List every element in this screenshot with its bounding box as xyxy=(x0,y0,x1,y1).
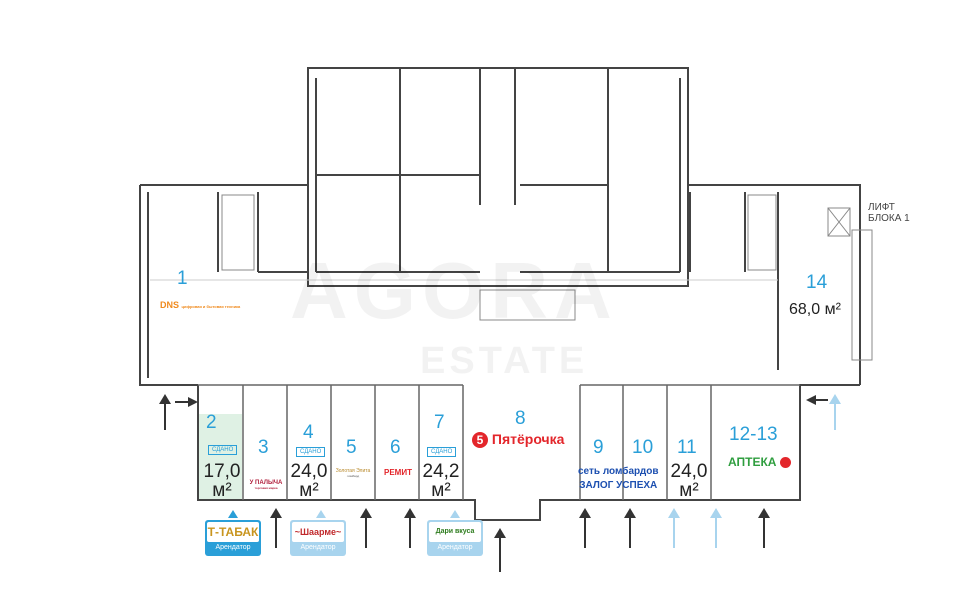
unit-4-area-value: 24,0 xyxy=(290,461,328,482)
unit-2-area-value: 17,0 xyxy=(203,461,241,482)
zolotaya-elita-logo: Золотая Элита xyxy=(335,468,371,474)
unit-1-number: 1 xyxy=(177,268,188,289)
lift-label-line2: БЛОКА 1 xyxy=(868,213,910,224)
unit-14-area-unit: м² xyxy=(824,301,841,318)
unit-6-number: 6 xyxy=(390,437,401,458)
unit-14-area: 68,0 м² xyxy=(789,300,841,319)
dns-sub: цифровая и бытовая техника xyxy=(181,304,241,309)
unit-2-status: СДАНО xyxy=(208,445,238,455)
unit-2-number: 2 xyxy=(206,412,217,433)
badge-role: Арендатор xyxy=(437,544,473,551)
unit-14-area-value: 68,0 xyxy=(789,301,821,318)
upper-block-wall xyxy=(307,67,689,287)
tenant-badge-t-tabak[interactable]: Т-ТАБАК Арендатор xyxy=(205,520,261,556)
unit-2-area-unit: м² xyxy=(212,480,232,501)
unit-6-tenant: РЕМИТ xyxy=(384,468,412,477)
unit-11-area-unit: м² xyxy=(679,480,699,501)
unit-7-status: СДАНО xyxy=(427,447,457,457)
apteka-logo: АПТЕКА xyxy=(728,455,777,469)
pyaterochka-logo: Пятёрочка xyxy=(491,431,565,447)
entrance-arrows xyxy=(159,394,841,572)
dns-logo: DNS xyxy=(160,300,180,310)
lombard-network-label: сеть ломбардов xyxy=(578,466,659,477)
tenant-badge-dari-vkusa[interactable]: Дари вкуса Арендатор xyxy=(427,520,483,556)
lift-label-line1: ЛИФТ xyxy=(868,202,895,213)
unit-3-number: 3 xyxy=(258,437,269,458)
unit-8-tenant: 5 Пятёрочка xyxy=(472,431,564,448)
unit-7-area-value: 24,2 xyxy=(422,461,460,482)
unit-7-area-unit: м² xyxy=(431,480,451,501)
unit-4-number: 4 xyxy=(303,422,314,443)
tenant-badge-shaarme[interactable]: ~Шаарме~ Арендатор xyxy=(290,520,346,556)
shaarme-logo: ~Шаарме~ xyxy=(292,522,344,542)
t-tabak-logo: Т-ТАБАК xyxy=(207,522,259,542)
unit-12-13-number: 12-13 xyxy=(729,424,778,445)
dari-vkusa-logo: Дари вкуса xyxy=(429,522,481,542)
unit-4-area-unit: м² xyxy=(299,480,319,501)
unit-2-fill xyxy=(199,414,242,499)
watermark: AGORA xyxy=(290,246,618,335)
unit-11-area-value: 24,0 xyxy=(670,461,708,482)
unit-4-status: СДАНО xyxy=(296,447,326,457)
badge-role: Арендатор xyxy=(215,544,251,551)
unit-11-number: 11 xyxy=(677,437,697,458)
badge-role: Арендатор xyxy=(300,544,336,551)
unit-14-number: 14 xyxy=(806,272,828,293)
unit-7-number: 7 xyxy=(434,412,445,433)
unit-1-tenant: DNS цифровая и бытовая техника xyxy=(160,300,240,310)
zolotaya-elita-sub: ломбард xyxy=(346,474,360,478)
zalog-uspekha-label: ЗАЛОГ УСПЕХА xyxy=(579,480,658,491)
pyaterochka-icon: 5 xyxy=(472,432,488,448)
u-palycha-logo: У ПАЛЫЧА xyxy=(249,480,283,486)
unit-8-number: 8 xyxy=(515,408,526,429)
unit-10-number: 10 xyxy=(632,437,654,458)
lift-label: ЛИФТ БЛОКА 1 xyxy=(868,202,910,224)
u-palycha-sub: торговая марка xyxy=(254,486,278,490)
watermark-sub: ESTATE xyxy=(420,340,589,382)
unit-9-number: 9 xyxy=(593,437,604,458)
unit-5-number: 5 xyxy=(346,437,357,458)
unit-12-13-tenant: АПТЕКА xyxy=(728,455,791,469)
apteka-icon xyxy=(779,457,791,469)
